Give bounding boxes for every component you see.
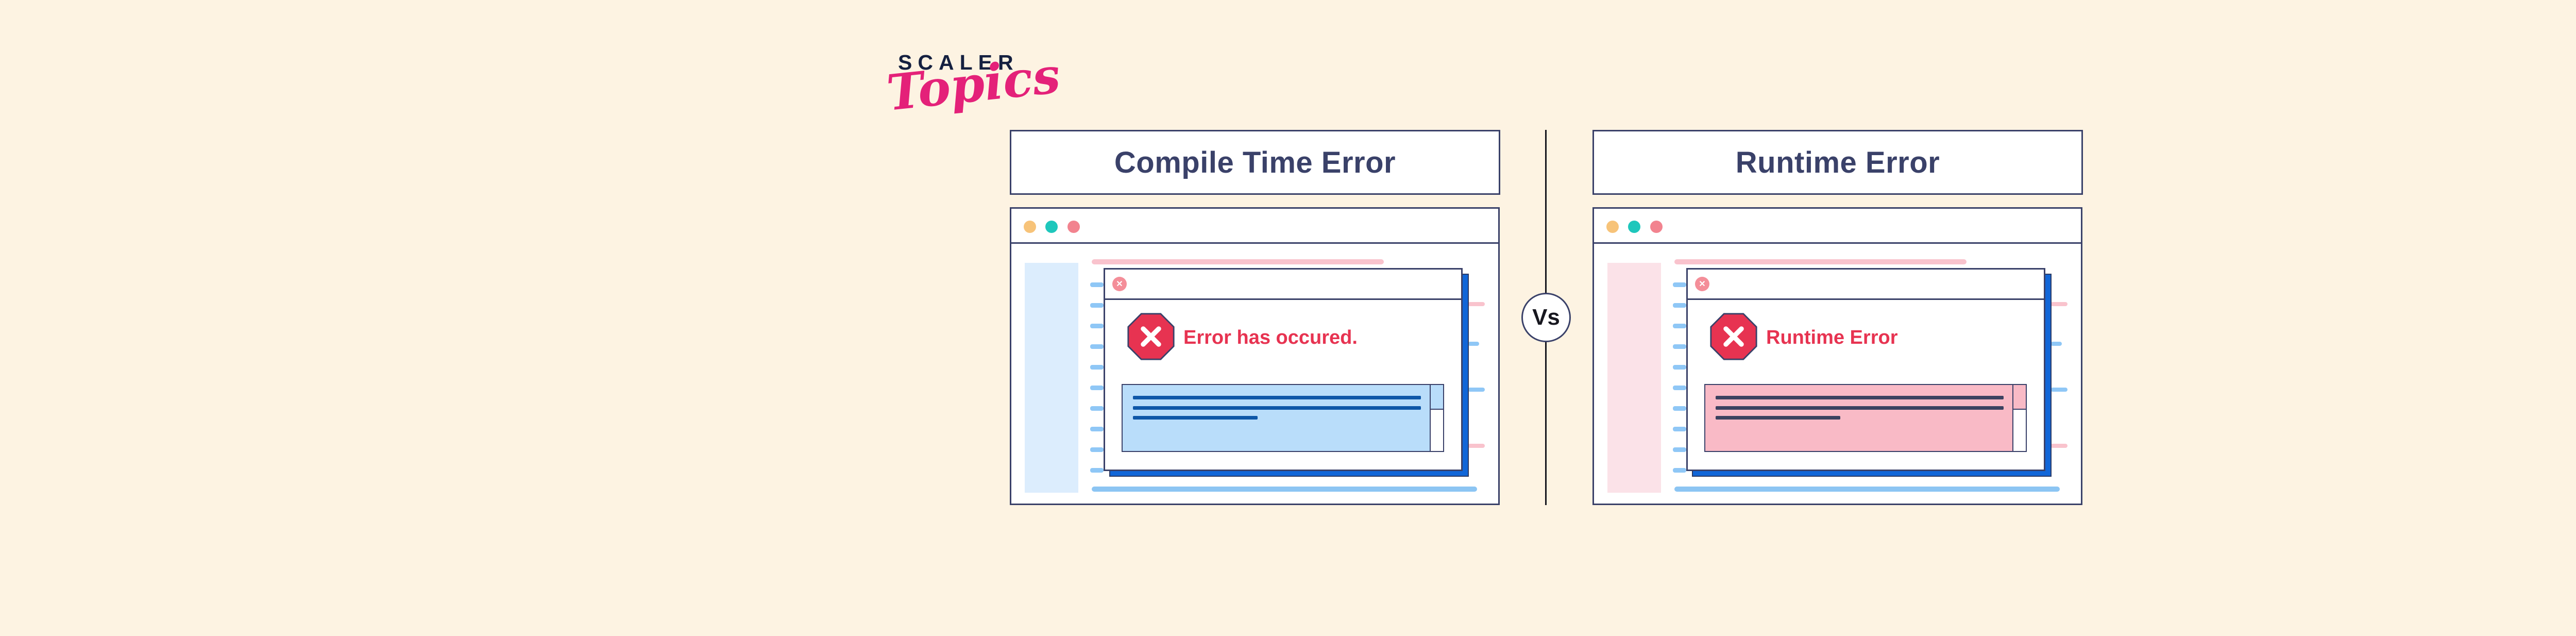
- browser-content: ✕ Error has occured.: [1011, 244, 1498, 505]
- line-tick: [1468, 444, 1485, 448]
- line-tick: [2050, 302, 2067, 306]
- vs-label: Vs: [1532, 305, 1560, 330]
- error-dialog: ✕ Runtime Error: [1686, 268, 2045, 471]
- line-tick: [1468, 388, 1485, 392]
- window-control-dot-icon: [1628, 221, 1640, 233]
- error-dialog: ✕ Error has occured.: [1104, 268, 1463, 471]
- code-block: [1704, 384, 2027, 452]
- browser-window: ✕ Error has occured.: [1010, 207, 1500, 505]
- line-tick: [1673, 468, 1686, 473]
- line-tick: [1090, 447, 1104, 452]
- code-line: [1133, 416, 1258, 420]
- browser-content: ✕ Runtime Error: [1594, 244, 2081, 505]
- code-line: [1133, 396, 1421, 399]
- sidebar-placeholder: [1025, 263, 1078, 493]
- line-tick: [1673, 447, 1686, 452]
- line-tick: [1673, 344, 1686, 349]
- panel-runtime-error: Runtime Error: [1592, 130, 2083, 505]
- close-icon: ✕: [1112, 277, 1127, 291]
- error-octagon-icon: [1127, 313, 1175, 360]
- line-tick: [1090, 427, 1104, 431]
- compile-time-error-title-box: Compile Time Error: [1010, 130, 1500, 195]
- line-tick: [1090, 386, 1104, 390]
- line-tick: [1673, 324, 1686, 328]
- vs-badge: Vs: [1521, 293, 1571, 342]
- line-tick: [1673, 365, 1686, 370]
- line-tick: [1673, 386, 1686, 390]
- runtime-error-title-box: Runtime Error: [1592, 130, 2083, 195]
- scrollbar-thumb: [1431, 385, 1443, 410]
- panel-title: Compile Time Error: [1114, 145, 1396, 179]
- code-line: [1133, 406, 1421, 410]
- line-tick: [1468, 302, 1485, 306]
- panel-title: Runtime Error: [1735, 145, 1940, 179]
- window-control-dot-icon: [1650, 221, 1663, 233]
- dialog-body: Error has occured.: [1105, 300, 1461, 470]
- error-message: Runtime Error: [1766, 327, 1898, 348]
- scrollbar-track: [2012, 385, 2026, 451]
- close-icon: ✕: [1695, 277, 1709, 291]
- browser-titlebar: [1594, 209, 2081, 244]
- code-line: [1716, 396, 2004, 399]
- footer-placeholder-bar: [1674, 487, 2060, 492]
- code-block: [1122, 384, 1444, 452]
- line-tick: [2050, 342, 2062, 346]
- error-octagon-icon: [1710, 313, 1757, 360]
- line-tick: [1090, 282, 1104, 287]
- page-heading-placeholder-bar: [1674, 259, 1967, 264]
- scrollbar-thumb: [2013, 385, 2026, 410]
- line-tick: [2050, 388, 2067, 392]
- scaler-logo-brand: SCALER: [898, 51, 1019, 74]
- browser-window: ✕ Runtime Error: [1592, 207, 2082, 505]
- line-tick: [1090, 406, 1104, 411]
- line-tick: [1090, 468, 1104, 473]
- page-heading-placeholder-bar: [1092, 259, 1384, 264]
- window-control-dot-icon: [1024, 221, 1036, 233]
- line-tick: [1673, 282, 1686, 287]
- line-tick: [1673, 427, 1686, 431]
- window-control-dot-icon: [1045, 221, 1058, 233]
- code-line: [1716, 406, 2004, 410]
- dialog-body: Runtime Error: [1688, 300, 2044, 470]
- line-tick: [1673, 406, 1686, 411]
- line-tick: [1090, 365, 1104, 370]
- browser-titlebar: [1011, 209, 1498, 244]
- window-control-dot-icon: [1067, 221, 1080, 233]
- line-tick: [1090, 303, 1104, 308]
- line-tick: [1673, 303, 1686, 308]
- sidebar-placeholder: [1607, 263, 1661, 493]
- code-line: [1716, 416, 1840, 420]
- scrollbar-track: [1430, 385, 1443, 451]
- line-tick: [2050, 444, 2067, 448]
- dialog-titlebar: ✕: [1105, 270, 1461, 300]
- panel-compile-time-error: Compile Time Error: [1010, 130, 1500, 505]
- line-tick: [1468, 342, 1479, 346]
- line-tick: [1090, 344, 1104, 349]
- footer-placeholder-bar: [1092, 487, 1477, 492]
- line-tick: [1090, 324, 1104, 328]
- window-control-dot-icon: [1606, 221, 1619, 233]
- dialog-titlebar: ✕: [1688, 270, 2044, 300]
- error-message: Error has occured.: [1183, 327, 1358, 348]
